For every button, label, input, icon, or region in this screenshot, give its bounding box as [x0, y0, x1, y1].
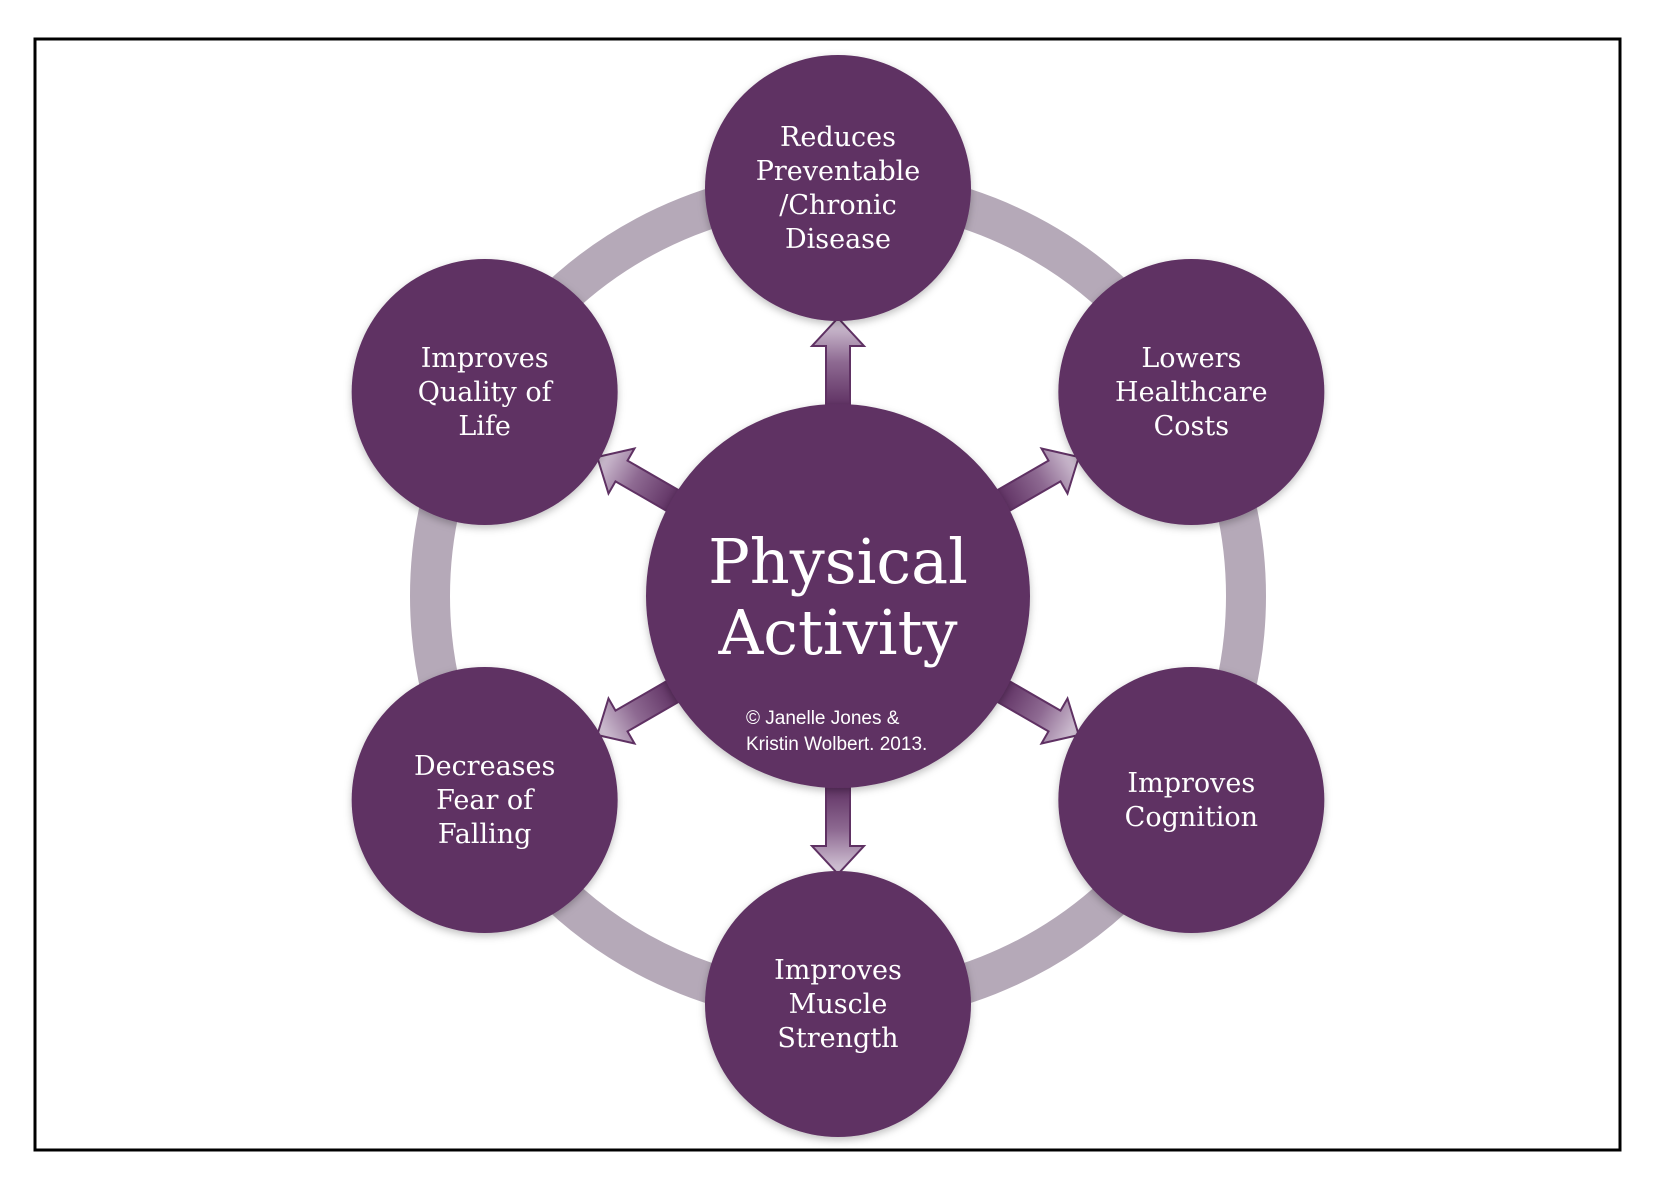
outcome-label-line: Decreases	[414, 751, 555, 782]
outcome-label-line: Life	[458, 411, 511, 442]
outcome-nodes: ReducesPreventable/ChronicDiseaseLowersH…	[351, 55, 1325, 1137]
arrow-shape	[595, 446, 681, 513]
outcome-label-line: Costs	[1154, 411, 1229, 442]
copyright-line-2: Kristin Wolbert. 2013.	[746, 734, 927, 755]
outcome-label-line: Healthcare	[1115, 377, 1268, 408]
outcome-label-line: Lowers	[1141, 343, 1241, 374]
outcome-circle	[351, 667, 618, 933]
outcome-label-line: Improves	[421, 343, 549, 374]
outcome-label-line: Disease	[785, 224, 891, 255]
arrow-to-reduces-disease	[809, 316, 867, 407]
outcome-label-line: Falling	[438, 819, 532, 850]
arrows-group	[595, 316, 1081, 876]
arrow-to-improves-quality	[595, 446, 681, 513]
outcome-label-line: Quality of	[418, 377, 554, 408]
arrow-shape	[995, 679, 1081, 746]
outcome-label-line: Muscle	[789, 989, 888, 1020]
outcome-label-line: Reduces	[780, 122, 896, 153]
center-circle	[646, 404, 1030, 788]
outcome-label-line: Fear of	[436, 785, 535, 816]
outcome-label-line: Improves	[774, 955, 902, 986]
outcome-label-line: Cognition	[1125, 802, 1258, 833]
diagram-frame	[33, 37, 1622, 1152]
arrow-to-improves-cognition	[995, 679, 1081, 746]
arrow-shape	[809, 785, 867, 876]
outcome-label-line: Preventable	[756, 156, 921, 187]
arrow-to-lowers-costs	[995, 446, 1081, 513]
center-title-line-1: Physical	[708, 525, 968, 598]
outcome-label-line: Strength	[777, 1023, 898, 1054]
arrow-to-decreases-fear	[595, 679, 681, 746]
outcome-circle	[705, 55, 971, 321]
center-title-line-2: Activity	[717, 596, 957, 669]
outcome-label-line: /Chronic	[779, 190, 896, 221]
arrow-shape	[809, 316, 867, 407]
outcome-circle	[1058, 259, 1325, 525]
copyright-line-1: © Janelle Jones &	[746, 708, 900, 729]
outcome-label-line: Improves	[1127, 768, 1255, 799]
arrow-shape	[595, 679, 681, 746]
outcome-circle	[1058, 667, 1325, 933]
outcome-circle	[351, 259, 618, 525]
arrow-to-improves-strength	[809, 785, 867, 876]
center-node: Physical Activity © Janelle Jones & Kris…	[646, 404, 1030, 788]
outcome-circle	[705, 871, 971, 1137]
arrow-shape	[995, 446, 1081, 513]
